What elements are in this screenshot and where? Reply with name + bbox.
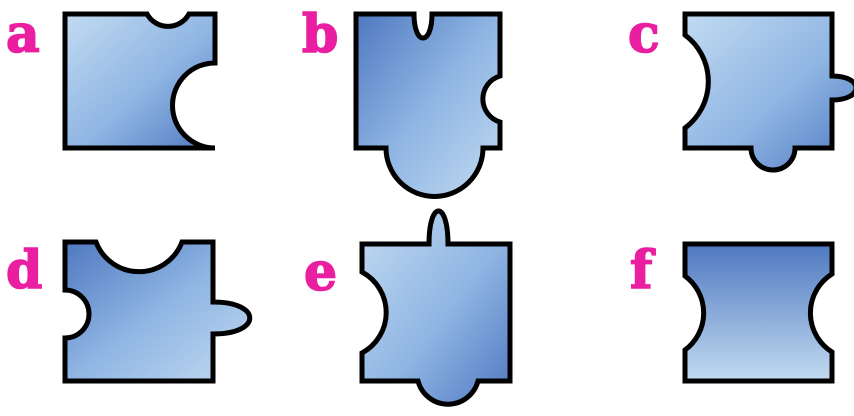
piece-d: d [6, 240, 250, 381]
piece-e: e [304, 211, 510, 404]
piece-c-shape [685, 14, 854, 170]
piece-d-shape [65, 242, 250, 381]
piece-b: b [302, 4, 500, 196]
piece-a: a [6, 4, 215, 148]
piece-f-shape [685, 244, 832, 381]
label-c: c [628, 4, 660, 65]
piece-a-shape [65, 14, 215, 148]
piece-f: f [630, 240, 832, 381]
label-d: d [6, 240, 42, 301]
piece-b-shape [356, 14, 500, 196]
piece-c: c [628, 4, 854, 170]
label-b: b [302, 4, 338, 65]
piece-e-shape [362, 211, 510, 404]
label-e: e [304, 242, 337, 303]
label-f: f [630, 240, 656, 301]
label-a: a [6, 4, 40, 65]
